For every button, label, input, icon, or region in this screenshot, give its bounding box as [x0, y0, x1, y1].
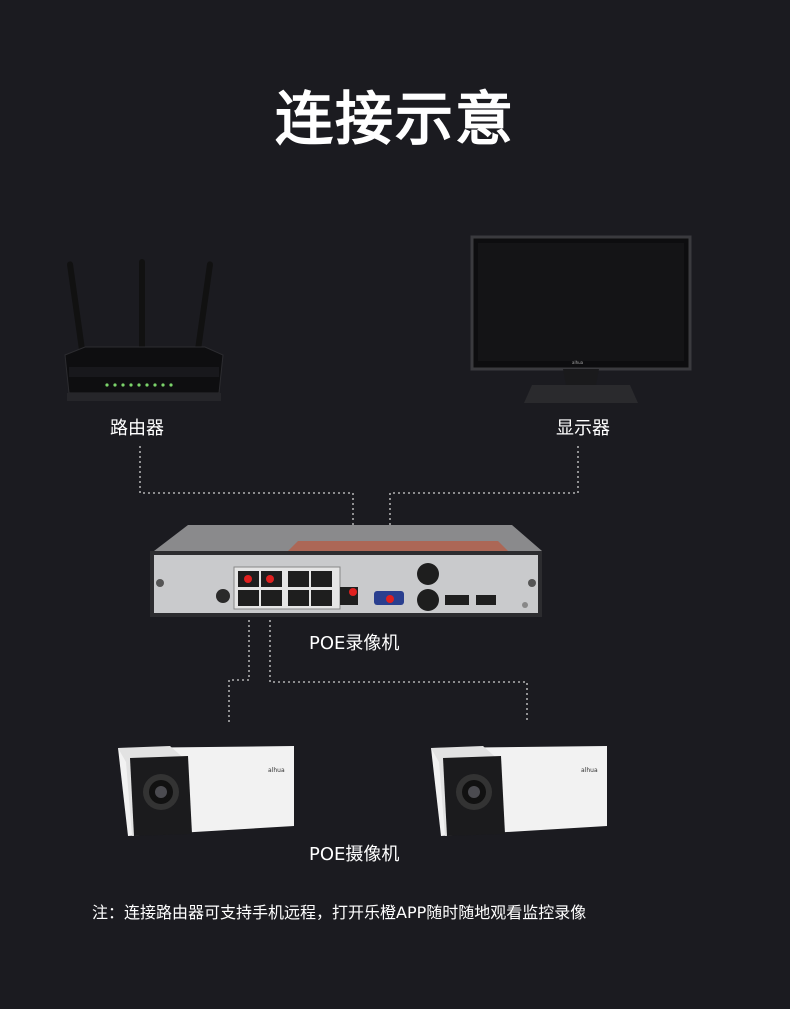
camera-right-connection-line: [269, 610, 528, 722]
camera-label: POE摄像机: [309, 844, 400, 865]
lan-port-marker: [349, 588, 357, 596]
camera-left-connection-line: [228, 610, 250, 722]
router-image: [64, 259, 224, 401]
poe-port-marker-1: [244, 575, 252, 583]
nvr-label: POE录像机: [309, 633, 400, 654]
connection-note: 注：连接路由器可支持手机远程，打开乐橙APP随时随地观看监控录像: [92, 903, 587, 922]
camera-right-brand-label: alhua: [581, 767, 598, 774]
camera-left-brand-label: alhua: [268, 767, 285, 774]
svg-text:alhua: alhua: [572, 360, 584, 365]
nvr-image: [150, 525, 542, 617]
poe-port-marker-2: [266, 575, 274, 583]
camera-right-image: alhua: [431, 746, 607, 836]
page-title: 连接示意: [274, 85, 515, 153]
monitor-image: alhua: [470, 235, 692, 403]
monitor-connection-line: [389, 446, 579, 590]
router-label: 路由器: [110, 418, 164, 439]
vga-port-marker: [386, 595, 394, 603]
camera-left-image: alhua: [118, 746, 294, 836]
monitor-label: 显示器: [556, 418, 610, 439]
